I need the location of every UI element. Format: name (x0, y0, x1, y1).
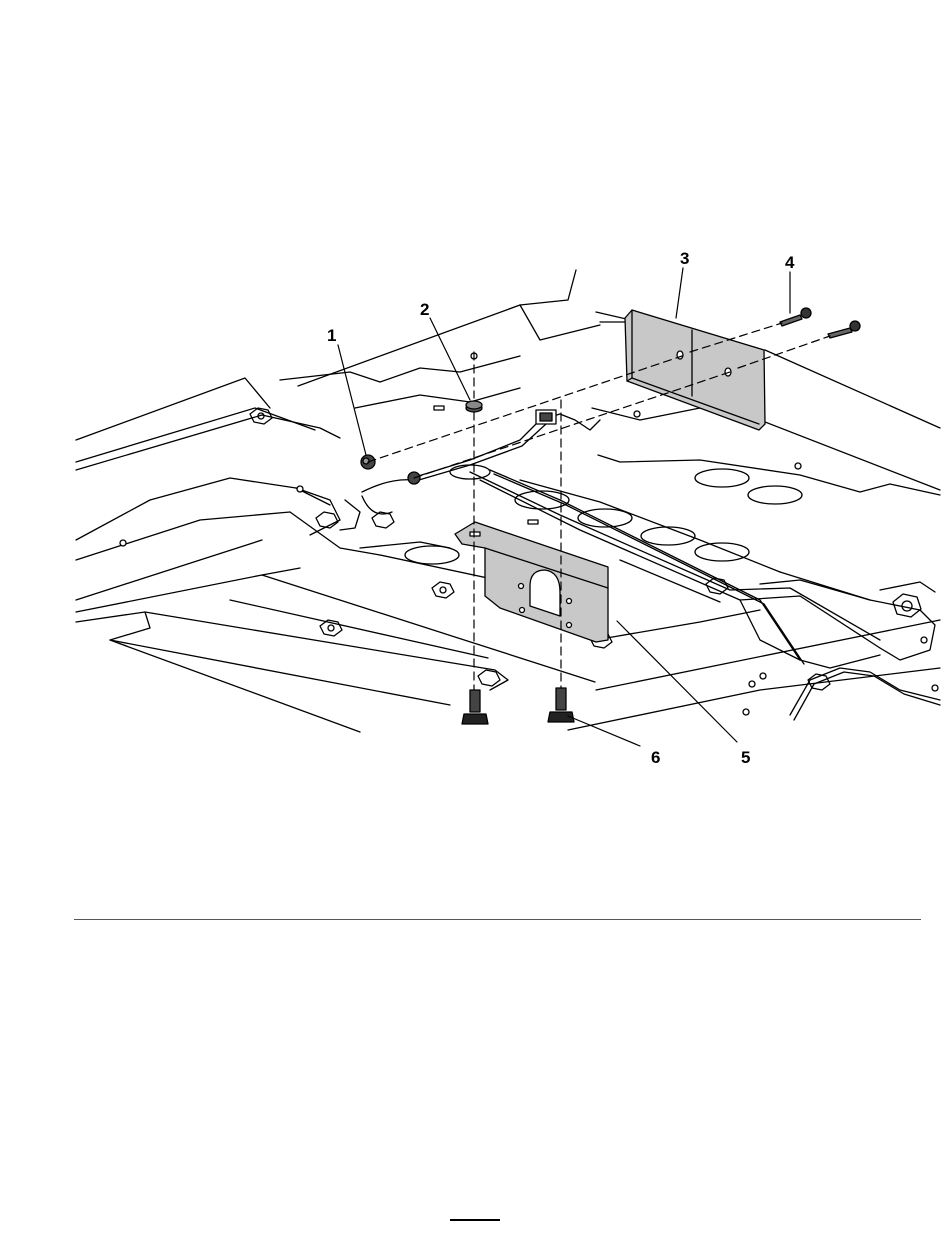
installation-diagram (0, 0, 950, 800)
screws (780, 308, 860, 338)
connector (536, 410, 556, 424)
bolts (462, 688, 574, 724)
callout-5: 5 (741, 749, 750, 766)
machine-body-outline (280, 270, 940, 495)
bushing-upper (466, 401, 482, 412)
left-frame (76, 378, 380, 612)
deck-holes (405, 465, 802, 564)
section-divider (74, 919, 921, 920)
wire-harness (362, 414, 940, 720)
callout-6: 6 (651, 749, 660, 766)
callout-3: 3 (680, 250, 689, 267)
bracket (455, 522, 608, 642)
callout-1: 1 (327, 327, 336, 344)
frame-nuts (250, 408, 921, 690)
footer-rule (450, 1219, 500, 1221)
reflector-plate (625, 310, 765, 430)
callout-2: 2 (420, 301, 429, 318)
callout-4: 4 (785, 254, 794, 271)
